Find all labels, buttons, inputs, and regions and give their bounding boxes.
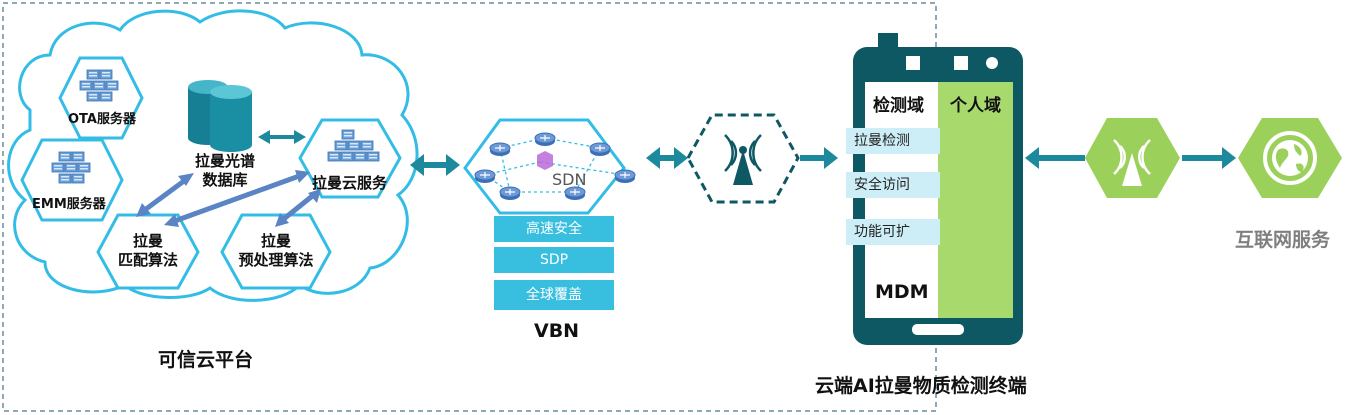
link-arrow-wireless-globe [1182, 147, 1236, 169]
detection-domain-label: 检测域 [873, 96, 924, 116]
cloud-service-label: 拉曼云服务 [312, 174, 388, 192]
platform-title: 可信云平台 [158, 349, 254, 371]
terminal-item-2: 安全访问 [846, 172, 940, 198]
database-label: 拉曼光谱 数据库 [194, 152, 255, 189]
mdm-label: MDM [875, 281, 929, 303]
preprocess-algorithm-label: 拉曼 预处理算法 [238, 232, 314, 269]
internet-service-title: 互联网服务 [1235, 229, 1331, 251]
antenna-icon [1113, 139, 1151, 186]
globe-icon [1263, 131, 1317, 185]
emm-server-label: EMM服务器 [32, 197, 106, 212]
ota-server-label: OTA服务器 [68, 112, 136, 127]
terminal-item-3: 功能可扩 [846, 219, 940, 245]
preprocess-algorithm-hex [220, 213, 332, 290]
terminal-title: 云端AI拉曼物质检测终端 [815, 375, 1027, 397]
personal-domain-label: 个人域 [950, 96, 1001, 116]
vbn-feature-2: SDP [494, 247, 614, 273]
sdn-label: SDN [552, 170, 587, 189]
vbn-title: VBN [534, 320, 580, 342]
database-icon [188, 80, 252, 152]
matching-algorithm-label: 拉曼 匹配算法 [117, 232, 178, 269]
link-arrow-vbn-antenna [646, 147, 688, 169]
link-arrow-platform-vbn [410, 154, 460, 176]
router-icon [474, 132, 636, 201]
terminal-item-1: 拉曼检测 [846, 128, 940, 154]
antenna-icon [724, 134, 762, 185]
link-arrow-terminal-internet [1025, 147, 1085, 169]
vbn-feature-3: 全球覆盖 [494, 280, 614, 310]
matching-algorithm-hex [96, 213, 200, 290]
platform-arrows [136, 130, 321, 227]
link-arrow-antenna-terminal [800, 147, 838, 169]
terminal-phone [853, 33, 1023, 345]
vbn-feature-1: 高速安全 [494, 216, 614, 242]
